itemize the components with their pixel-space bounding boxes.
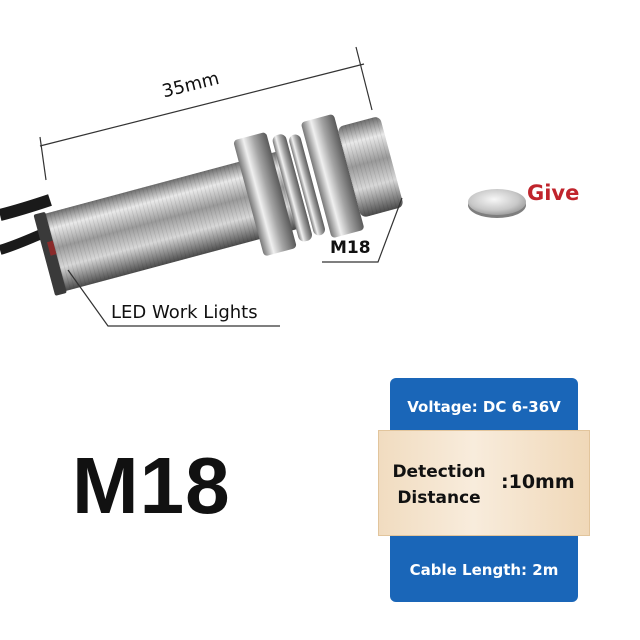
detection-label-line2: Distance [397,488,481,508]
detection-distance-label: Detection Distance [389,459,489,511]
give-label: Give [527,181,580,205]
detection-distance-value: :10mm [501,471,575,493]
led-leader [67,269,280,327]
voltage-spec: Voltage: DC 6-36V [407,398,561,416]
product-title: M18 [72,441,231,530]
sensor-body [33,114,403,296]
gift-coin [468,189,526,218]
cable-length-spec: Cable Length: 2m [409,561,559,579]
dimension-line [39,46,373,181]
thread-size-label: M18 [330,238,371,258]
thread-leader [322,197,403,263]
detection-spec-band: Detection Distance :10mm [378,430,590,536]
led-work-lights-label: LED Work Lights [111,302,258,323]
detection-label-line1: Detection [392,462,486,482]
